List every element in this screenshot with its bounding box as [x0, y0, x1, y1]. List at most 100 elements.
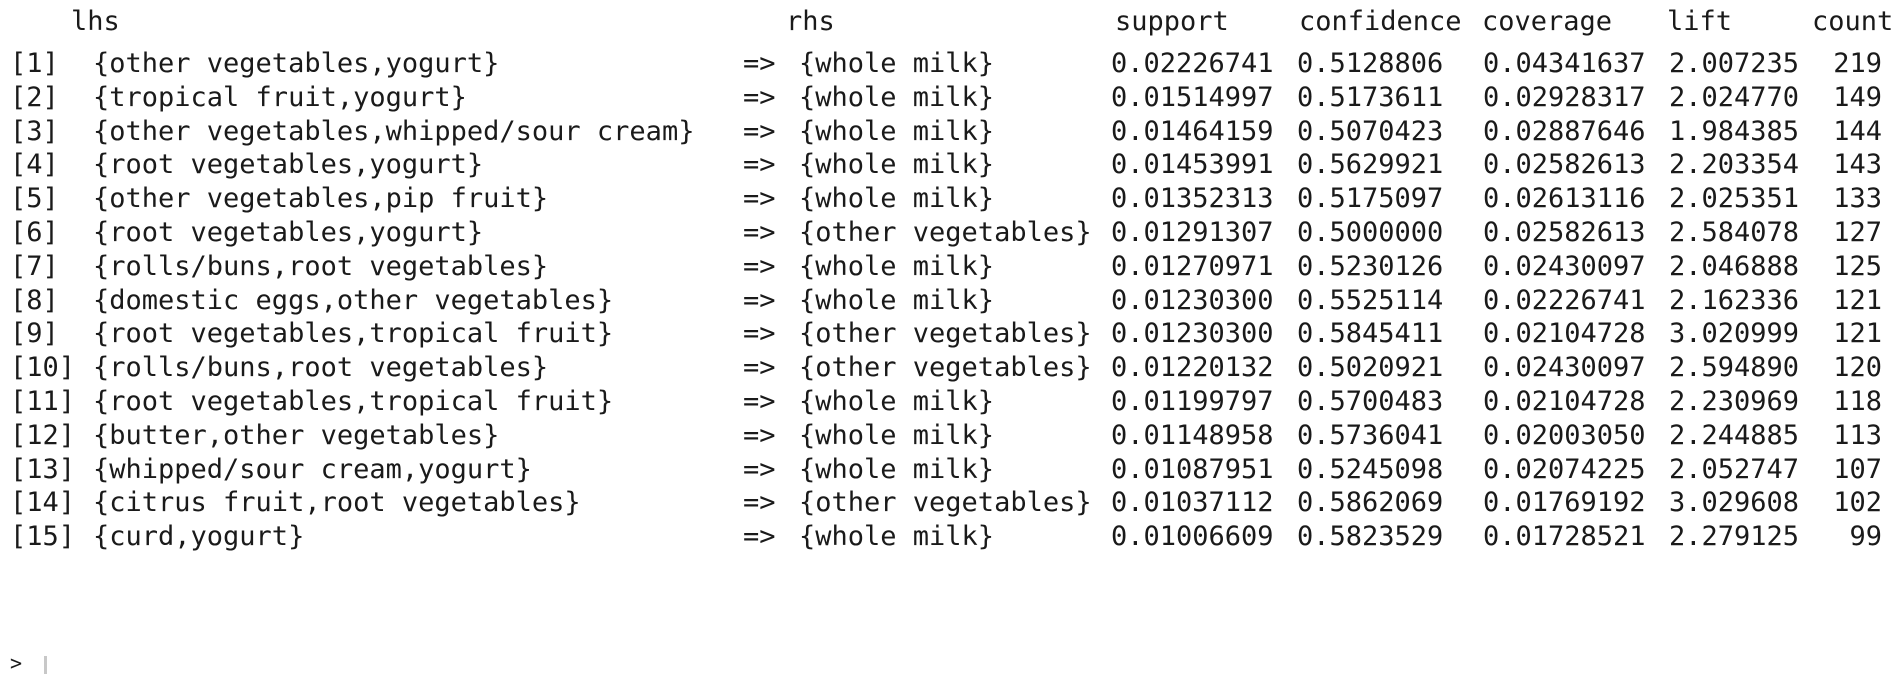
support-value: 0.01087951: [1111, 454, 1274, 485]
row-index: [8]: [10, 285, 59, 316]
confidence-value: 0.5230126: [1297, 251, 1444, 282]
lift-value: 3.029608: [1669, 487, 1800, 518]
console-prompt: >: [10, 651, 23, 675]
row-index: [7]: [10, 251, 59, 282]
count-value: 133: [1833, 183, 1882, 214]
rule-rhs: {other vegetables}: [799, 487, 1092, 518]
table-row: [5]{other vegetables,pip fruit}=>{whole …: [10, 179, 1890, 219]
row-index: [3]: [10, 116, 59, 147]
rule-lhs: {tropical fruit,yogurt}: [93, 82, 467, 113]
table-row: [9]{root vegetables,tropical fruit}=>{ot…: [10, 314, 1890, 354]
rule-arrow: =>: [743, 285, 776, 316]
table-row: [7]{rolls/buns,root vegetables}=>{whole …: [10, 247, 1890, 287]
count-value: 118: [1833, 386, 1882, 417]
confidence-value: 0.5245098: [1297, 454, 1444, 485]
coverage-value: 0.02430097: [1483, 251, 1646, 282]
coverage-value: 0.02582613: [1483, 217, 1646, 248]
lift-value: 2.279125: [1669, 521, 1800, 552]
rule-rhs: {other vegetables}: [799, 318, 1092, 349]
rule-arrow: =>: [743, 318, 776, 349]
support-value: 0.01199797: [1111, 386, 1274, 417]
lift-value: 2.244885: [1669, 420, 1800, 451]
table-row: [3]{other vegetables,whipped/sour cream}…: [10, 112, 1890, 152]
rule-lhs: {rolls/buns,root vegetables}: [93, 251, 549, 282]
count-value: 102: [1833, 487, 1882, 518]
rule-arrow: =>: [743, 217, 776, 248]
support-value: 0.02226741: [1111, 48, 1274, 79]
support-value: 0.01230300: [1111, 285, 1274, 316]
coverage-value: 0.02887646: [1483, 116, 1646, 147]
count-value: 219: [1833, 48, 1882, 79]
column-header-rhs: rhs: [786, 6, 835, 37]
count-value: 113: [1833, 420, 1882, 451]
column-header-confidence: confidence: [1299, 6, 1462, 37]
count-value: 125: [1833, 251, 1882, 282]
rule-arrow: =>: [743, 149, 776, 180]
rule-lhs: {domestic eggs,other vegetables}: [93, 285, 614, 316]
table-row: [11]{root vegetables,tropical fruit}=>{w…: [10, 382, 1890, 422]
column-header-coverage: coverage: [1482, 6, 1613, 37]
confidence-value: 0.5020921: [1297, 352, 1444, 383]
row-index: [6]: [10, 217, 59, 248]
row-index: [2]: [10, 82, 59, 113]
rule-lhs: {butter,other vegetables}: [93, 420, 500, 451]
rule-rhs: {whole milk}: [799, 183, 995, 214]
coverage-value: 0.02430097: [1483, 352, 1646, 383]
table-row: [12]{butter,other vegetables}=>{whole mi…: [10, 416, 1890, 456]
rule-lhs: {root vegetables,yogurt}: [93, 217, 484, 248]
support-value: 0.01464159: [1111, 116, 1274, 147]
confidence-value: 0.5070423: [1297, 116, 1444, 147]
rule-lhs: {other vegetables,yogurt}: [93, 48, 500, 79]
text-cursor[interactable]: [44, 656, 47, 674]
row-index: [12]: [10, 420, 76, 451]
row-index: [13]: [10, 454, 76, 485]
rule-rhs: {whole milk}: [799, 285, 995, 316]
table-row: [4]{root vegetables,yogurt}=>{whole milk…: [10, 145, 1890, 185]
coverage-value: 0.02226741: [1483, 285, 1646, 316]
table-row: [13]{whipped/sour cream,yogurt}=>{whole …: [10, 450, 1890, 490]
count-value: 121: [1833, 285, 1882, 316]
rule-rhs: {whole milk}: [799, 116, 995, 147]
lift-value: 2.052747: [1669, 454, 1800, 485]
count-value: 143: [1833, 149, 1882, 180]
count-value: 120: [1833, 352, 1882, 383]
rule-lhs: {citrus fruit,root vegetables}: [93, 487, 581, 518]
table-row: [8] {domestic eggs,other vegetables} => {wh…: [10, 281, 1890, 321]
count-value: 99: [1849, 521, 1882, 552]
confidence-value: 0.5845411: [1297, 318, 1444, 349]
rule-rhs: {other vegetables}: [799, 352, 1092, 383]
count-value: 121: [1833, 318, 1882, 349]
row-index: [14]: [10, 487, 76, 518]
lift-value: 1.984385: [1669, 116, 1800, 147]
lift-value: 2.046888: [1669, 251, 1800, 282]
support-value: 0.01220132: [1111, 352, 1274, 383]
row-index: [15]: [10, 521, 76, 552]
table-row: [2]{tropical fruit,yogurt}=>{whole milk}…: [10, 78, 1890, 118]
coverage-value: 0.02613116: [1483, 183, 1646, 214]
rule-lhs: {curd,yogurt}: [93, 521, 305, 552]
lift-value: 2.230969: [1669, 386, 1800, 417]
table-row: [15]{curd,yogurt}=>{whole milk}0.0100660…: [10, 517, 1890, 557]
confidence-value: 0.5173611: [1297, 82, 1444, 113]
support-value: 0.01270971: [1111, 251, 1274, 282]
coverage-value: 0.02003050: [1483, 420, 1646, 451]
confidence-value: 0.5000000: [1297, 217, 1444, 248]
support-value: 0.01148958: [1111, 420, 1274, 451]
column-header-support: support: [1115, 6, 1229, 37]
support-value: 0.01352313: [1111, 183, 1274, 214]
table-row: [14]{citrus fruit,root vegetables}=>{oth…: [10, 483, 1890, 523]
rule-arrow: =>: [743, 116, 776, 147]
coverage-value: 0.02582613: [1483, 149, 1646, 180]
rule-rhs: {whole milk}: [799, 386, 995, 417]
rule-arrow: =>: [743, 183, 776, 214]
row-index: [5]: [10, 183, 59, 214]
rule-rhs: {whole milk}: [799, 454, 995, 485]
column-header-lhs: lhs: [71, 6, 120, 37]
table-header: lhs rhs support confidence coverage lift…: [10, 2, 1893, 42]
support-value: 0.01514997: [1111, 82, 1274, 113]
support-value: 0.01230300: [1111, 318, 1274, 349]
rule-arrow: =>: [743, 48, 776, 79]
lift-value: 3.020999: [1669, 318, 1800, 349]
rule-lhs: {root vegetables,tropical fruit}: [93, 318, 614, 349]
confidence-value: 0.5175097: [1297, 183, 1444, 214]
